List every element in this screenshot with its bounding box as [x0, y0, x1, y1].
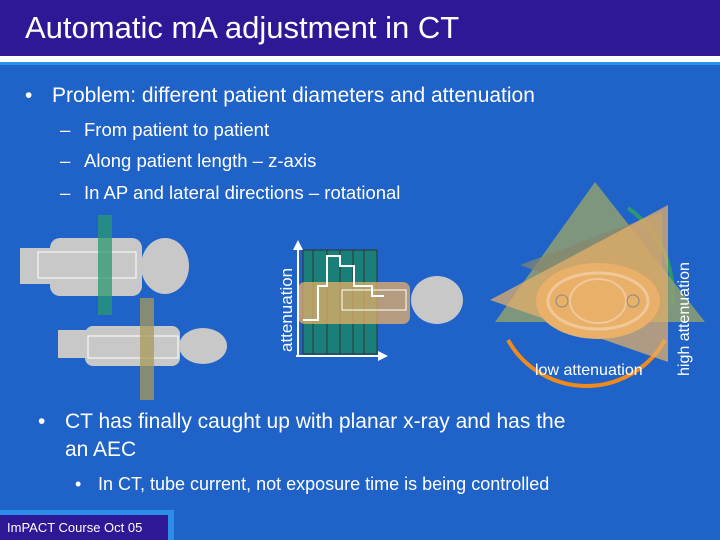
attenuation-graph: attenuation: [277, 240, 463, 361]
footer-course-label: ImPACT Course Oct 05: [7, 520, 143, 535]
low-attenuation-label: low attenuation: [535, 362, 643, 379]
bullet-ct-aec-line2: an AEC: [65, 438, 137, 461]
patient-diagram-2: [58, 298, 227, 400]
footer-accent-top: [0, 510, 174, 515]
bullet-marker: •: [25, 84, 33, 107]
title-rule-accent: [0, 62, 720, 65]
sub-bullet-marker: –: [60, 182, 71, 203]
footer-box: [0, 515, 168, 540]
title-bar: [0, 0, 720, 56]
high-attenuation-label: high attenuation: [676, 262, 693, 376]
attenuation-axis-label: attenuation: [277, 268, 296, 352]
bullet-tube-current: In CT, tube current, not exposure time i…: [98, 474, 550, 494]
slide-title: Automatic mA adjustment in CT: [25, 10, 460, 45]
bullet-marker: •: [75, 474, 82, 494]
rotational-diagram: low attenuation high attenuation: [490, 182, 705, 388]
footer-accent-edge: [168, 510, 174, 540]
title-rule: [0, 56, 720, 62]
bullet-problem: Problem: different patient diameters and…: [52, 84, 535, 107]
bullet-marker: •: [38, 410, 46, 433]
sub-bullet-marker: –: [60, 150, 71, 171]
sub-bullet-1: From patient to patient: [84, 119, 270, 140]
patient-diagram-1: [20, 215, 189, 315]
sub-bullet-2: Along patient length – z-axis: [84, 150, 317, 171]
sub-bullet-marker: –: [60, 119, 71, 140]
sub-bullet-3: In AP and lateral directions – rotationa…: [84, 182, 401, 203]
bullet-ct-aec-line1: CT has finally caught up with planar x-r…: [65, 410, 566, 433]
